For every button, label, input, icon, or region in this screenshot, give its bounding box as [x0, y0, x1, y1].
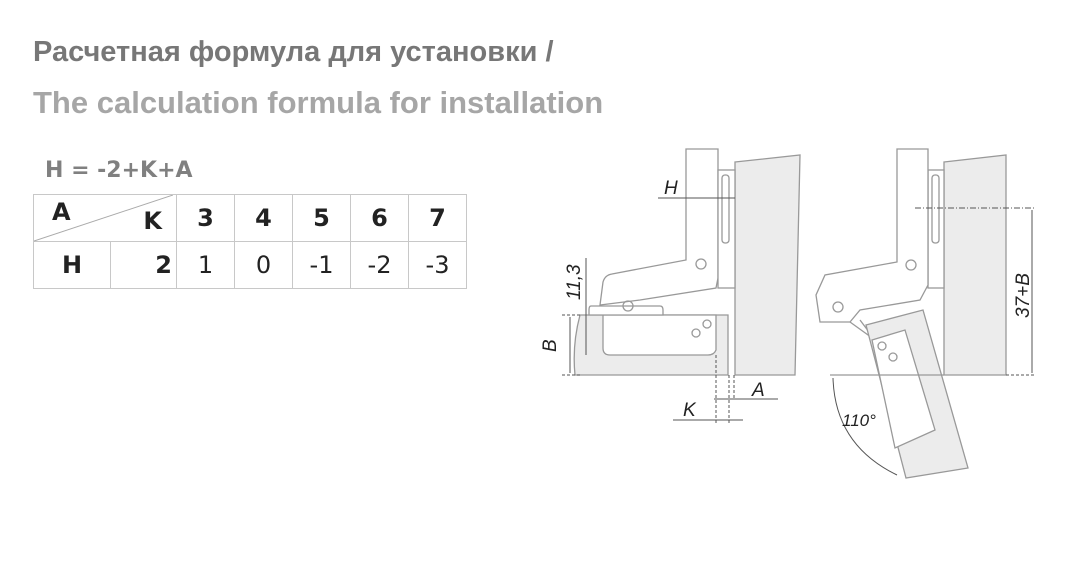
table-row: H 2 1 0 -1 -2 -3	[33, 241, 467, 289]
corner-col-label: K	[143, 207, 162, 235]
label-b: B	[540, 339, 561, 352]
k-value: 6	[350, 194, 409, 242]
row-label: H	[33, 241, 111, 289]
corner-row-label: A	[52, 198, 71, 226]
formula: H = -2+K+A	[45, 158, 193, 183]
label-k: K	[683, 400, 697, 421]
hinge-arm-left	[599, 148, 719, 306]
title-russian: Расчетная формула для установки /	[33, 36, 554, 68]
calculation-table: A K 3 4 5 6 7 H 2 1 0 -1 -2 -3	[33, 194, 467, 289]
label-37-b: 37+B	[1013, 273, 1034, 318]
hinge-cup-left	[602, 314, 717, 356]
cabinet-side-right	[943, 154, 1007, 376]
k-value: 7	[408, 194, 467, 242]
h-value: 0	[234, 241, 293, 289]
hinge-arm-right	[815, 148, 929, 323]
label-a: A	[751, 380, 765, 401]
label-angle: 110°	[842, 411, 876, 430]
label-h: H	[664, 178, 678, 199]
cabinet-side-left	[734, 154, 801, 376]
a-value: 2	[110, 241, 177, 289]
title-english: The calculation formula for installation	[33, 85, 604, 120]
h-value: -3	[408, 241, 467, 289]
h-value: -1	[292, 241, 351, 289]
h-value: -2	[350, 241, 409, 289]
corner-cell: A K	[33, 194, 177, 242]
table-header-row: A K 3 4 5 6 7	[33, 194, 467, 242]
diagonal-divider	[34, 195, 173, 242]
hinge-cup-right	[871, 329, 936, 449]
label-11-3: 11,3	[564, 264, 585, 300]
